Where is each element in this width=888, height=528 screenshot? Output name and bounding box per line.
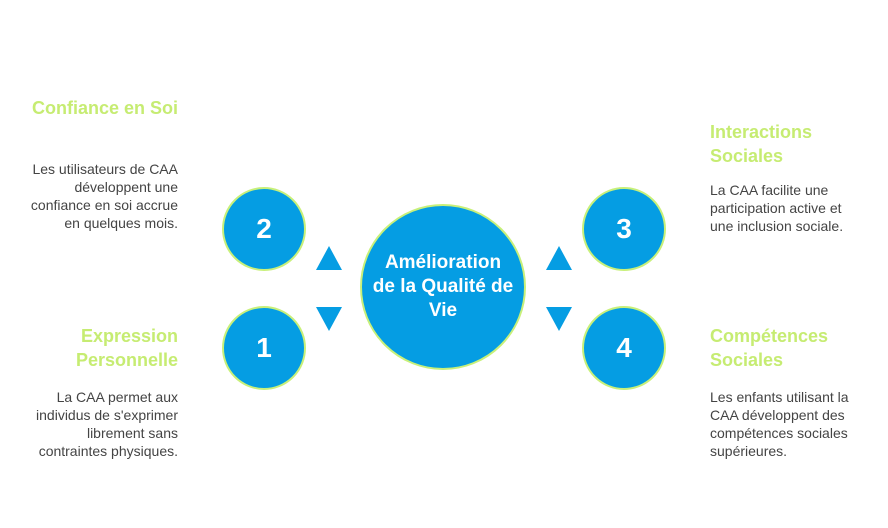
number-circle-4: 4 bbox=[582, 306, 666, 390]
center-circle: Amélioration de la Qualité de Vie bbox=[360, 204, 526, 370]
number-circle-1: 1 bbox=[222, 306, 306, 390]
arrow-up-left-icon bbox=[316, 246, 342, 270]
number-circle-3: 3 bbox=[582, 187, 666, 271]
item-3-title: Interactions Sociales bbox=[710, 122, 813, 166]
item-2-description: Les utilisateurs de CAA développent une … bbox=[30, 161, 178, 231]
item-2-title: Confiance en Soi bbox=[31, 98, 178, 118]
arrow-down-left-icon bbox=[316, 307, 342, 331]
item-4-title: Compétences Sociales bbox=[710, 326, 829, 370]
item-1-title: Expression Personnelle bbox=[75, 326, 178, 370]
item-3-description: La CAA facilite une participation active… bbox=[710, 182, 844, 234]
arrow-up-right-icon bbox=[546, 246, 572, 270]
number-circle-2: 2 bbox=[222, 187, 306, 271]
arrow-down-right-icon bbox=[546, 307, 572, 331]
item-4-description: Les enfants utilisant la CAA développent… bbox=[710, 389, 849, 459]
item-1-description: La CAA permet aux individus de s'exprime… bbox=[36, 389, 178, 459]
